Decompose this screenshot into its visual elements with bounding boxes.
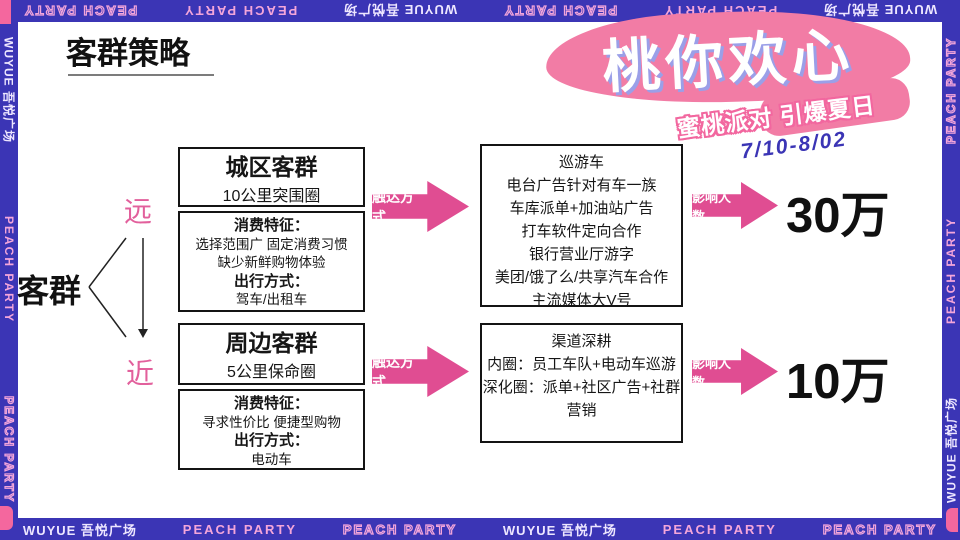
brand-wordmark: WUYUE 吾悦广场 [502,522,617,538]
impact-value: 30万 [786,189,890,243]
channel-line: 巡游车 [558,154,604,171]
party-wordmark-outline: PEACH PARTY [342,521,458,537]
group-name: 周边客群 [225,330,318,356]
impact-arrow-label: 影响人数 [692,189,732,224]
brand-wordmark: WUYUE 吾悦广场 [343,2,458,18]
channel-line: 主流媒体大V号 [531,292,632,309]
party-wordmark: PEACH PARTY [182,521,297,537]
reach-arrow-label: 触达方式 [372,188,414,225]
border-right-strip: WUYUE 吾悦广场 PEACH PARTY PEACH PARTY [942,0,960,540]
reach-arrow: 触达方式 [372,181,469,232]
party-wordmark-outline: PEACH PARTY [822,521,938,537]
party-wordmark: PEACH PARTY [662,521,777,537]
party-wordmark: PEACH PARTY [2,215,16,323]
channel-line: 打车软件定向合作 [521,223,642,240]
corner-accent [946,508,958,532]
page-title: 客群策略 [66,36,190,71]
reach-arrow: 触达方式 [372,346,469,397]
group-traits-box: 消费特征： 选择范围广 固定消费习惯 缺少新鲜购物体验 出行方式： 驾车/出租车 [178,211,365,312]
title-underline [68,74,214,76]
impact-arrow: 影响人数 [692,348,778,395]
border-left-strip: WUYUE 吾悦广场 PEACH PARTY PEACH PARTY [0,0,18,540]
travel-line: 驾车/出租车 [235,292,308,307]
corner-accent [0,506,13,530]
travel-title: 出行方式： [233,432,309,449]
channel-line: 美团/饿了么/共享汽车合作 [494,269,669,286]
party-wordmark-outline: PEACH PARTY [22,3,138,19]
channel-line: 渠道深耕 [551,333,612,350]
impact-arrow-label: 影响人数 [692,355,732,390]
channel-line: 电台广告针对有车一族 [506,177,657,194]
impact-arrow: 影响人数 [692,182,778,229]
bracket-shape [88,237,127,338]
traits-title: 消费特征： [233,217,309,234]
party-wordmark-outline: PEACH PARTY [502,3,618,19]
channel-line: 银行营业厅游字 [528,246,634,263]
far-to-near-arrow [138,238,148,338]
travel-title: 出行方式： [233,272,309,290]
traits-title: 消费特征： [233,395,309,412]
impact-value: 10万 [786,355,890,409]
far-label: 远 [124,196,153,227]
party-wordmark-outline: PEACH PARTY [1,396,16,504]
border-bottom-strip: WUYUE 吾悦广场 PEACH PARTY PEACH PARTY WUYUE… [0,518,960,540]
channels-box: 巡游车 电台广告针对有车一族 车库派单+加油站广告 打车软件定向合作 银行营业厅… [480,144,683,309]
cluster-label: 客群 [17,273,82,309]
group-name-box: 城区客群 10公里突围圈 [178,147,365,207]
group-range: 5公里保命圈 [227,363,316,381]
trait-line: 寻求性价比 便捷型购物 [202,414,341,430]
channel-line: 深化圈：派单+社区广告+社群营销 [482,379,681,419]
corner-accent [0,0,11,24]
party-wordmark: PEACH PARTY [944,217,958,325]
trait-line: 缺少新鲜购物体验 [217,255,326,270]
travel-line: 电动车 [251,451,292,467]
brand-wordmark: WUYUE 吾悦广场 [1,36,16,143]
channel-line: 车库派单+加油站广告 [509,200,654,217]
trait-line: 选择范围广 固定消费习惯 [195,236,348,252]
group-name: 城区客群 [225,154,318,180]
reach-arrow-label: 触达方式 [372,353,414,390]
group-range: 10公里突围圈 [222,187,321,205]
channels-box: 渠道深耕 内圈：员工车队+电动车巡游 深化圈：派单+社区广告+社群营销 [480,323,683,443]
party-wordmark-outline: PEACH PARTY [943,36,958,144]
group-name-box: 周边客群 5公里保命圈 [178,323,365,385]
party-wordmark: PEACH PARTY [183,3,298,19]
brand-wordmark: WUYUE 吾悦广场 [22,522,137,538]
channel-line: 内圈：员工车队+电动车巡游 [487,356,676,373]
near-label: 近 [126,358,155,389]
brand-wordmark: WUYUE 吾悦广场 [944,397,959,504]
group-traits-box: 消费特征： 寻求性价比 便捷型购物 出行方式： 电动车 [178,389,365,470]
